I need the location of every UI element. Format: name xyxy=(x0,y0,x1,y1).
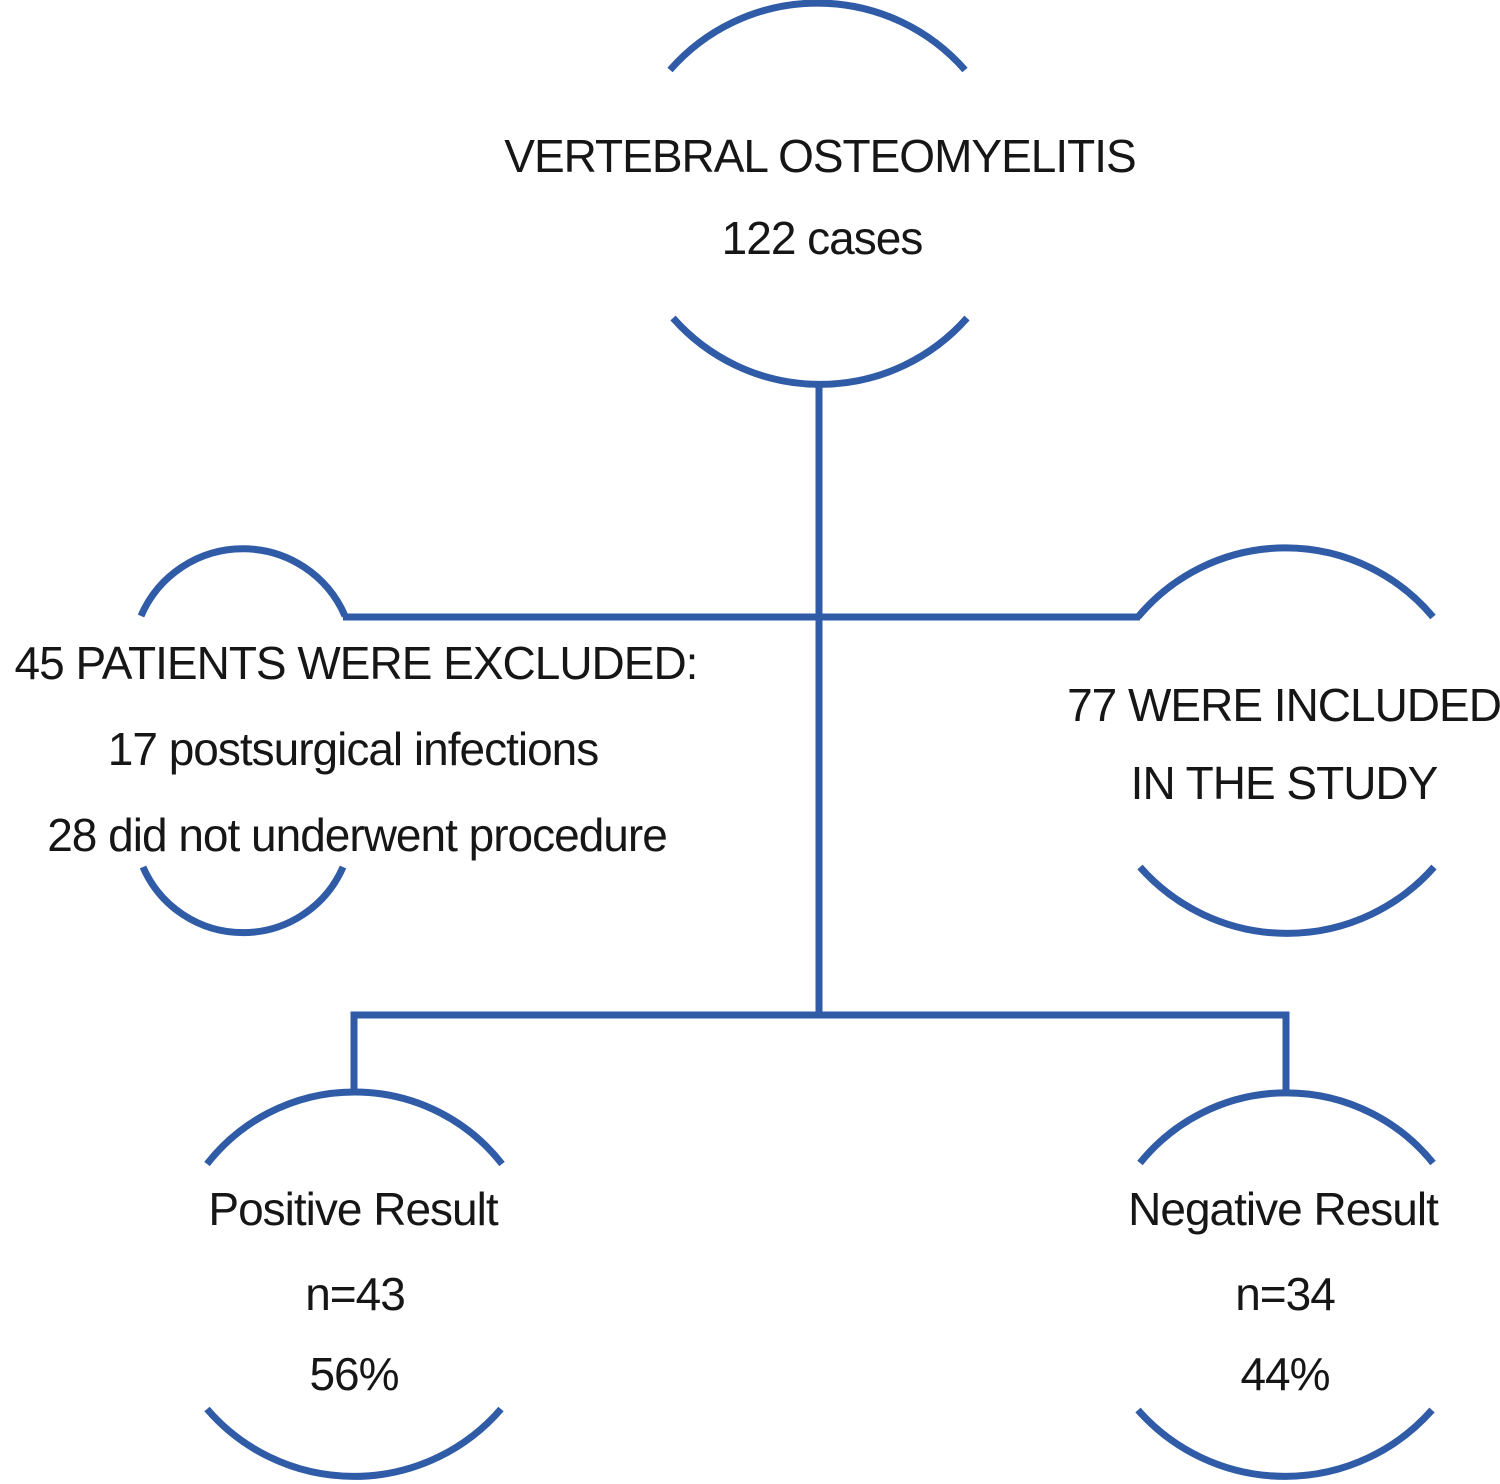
positive-node-count: n=43 xyxy=(305,1268,406,1320)
included-node-bottom-arc xyxy=(1137,864,1437,937)
excluded-node-detail-1: 17 postsurgical infections xyxy=(107,723,600,775)
excluded-node-title: 45 PATIENTS WERE EXCLUDED: xyxy=(14,637,699,689)
negative-node-top-arc xyxy=(1137,1089,1436,1166)
included-node-title-line-2: IN THE STUDY xyxy=(1130,757,1439,809)
included-node-top-arc xyxy=(1135,544,1436,620)
positive-node-title: Positive Result xyxy=(208,1183,498,1235)
root-node-count: 122 cases xyxy=(721,212,924,264)
negative-node-title: Negative Result xyxy=(1128,1183,1439,1235)
excluded-node-detail-2: 28 did not underwent procedure xyxy=(47,809,668,861)
root-node-top-arc xyxy=(667,0,968,73)
excluded-node-bottom-arc xyxy=(139,865,347,937)
result-branch-connector xyxy=(350,1011,1290,1092)
positive-node-top-arc xyxy=(204,1088,505,1167)
root-node-title: VERTEBRAL OSTEOMYELITIS xyxy=(504,130,1136,182)
negative-node-bottom-arc xyxy=(1135,1407,1435,1480)
positive-node-bottom-arc xyxy=(204,1406,504,1480)
negative-node-count: n=34 xyxy=(1235,1268,1336,1320)
included-node-title-line-1: 77 WERE INCLUDED xyxy=(1067,679,1500,731)
excluded-node-top-arc xyxy=(137,545,349,618)
negative-node-percent: 44% xyxy=(1240,1348,1330,1400)
positive-node-percent: 56% xyxy=(309,1348,399,1400)
root-node-bottom-arc xyxy=(670,315,970,388)
